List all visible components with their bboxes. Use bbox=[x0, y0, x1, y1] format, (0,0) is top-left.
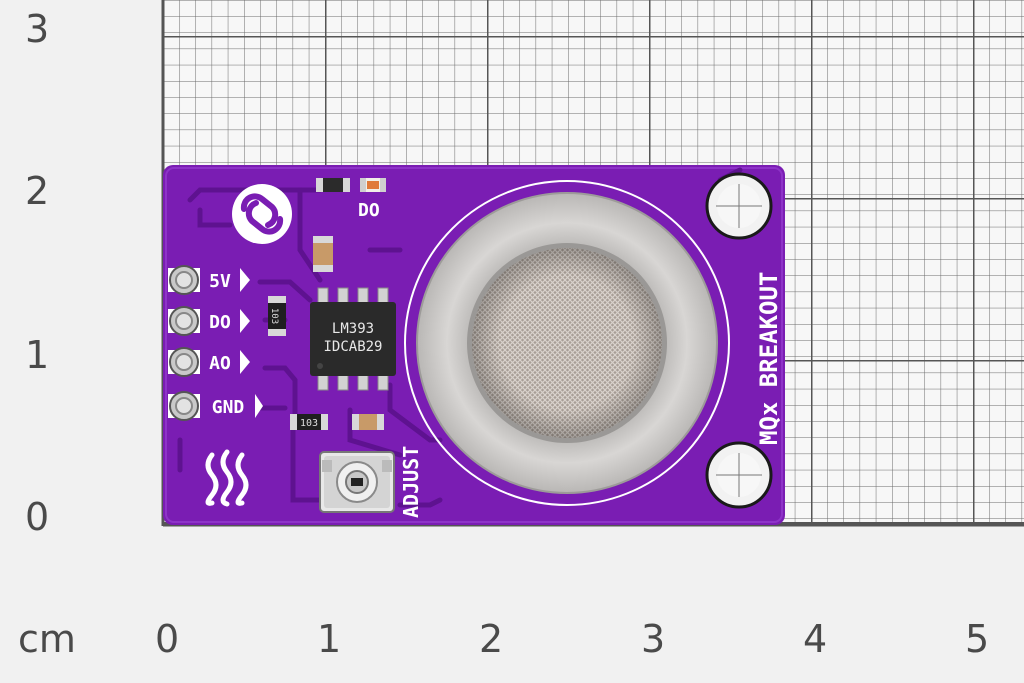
smd-resistor-top bbox=[316, 178, 350, 192]
gas-sensor bbox=[416, 192, 718, 494]
x-label-0: 0 bbox=[155, 617, 180, 661]
mounting-hole-bottom bbox=[705, 441, 773, 509]
smd-resistor-bottom: 103 bbox=[290, 414, 328, 430]
y-label-2: 2 bbox=[25, 169, 50, 213]
pin-header: 5V DO AO GND bbox=[168, 265, 263, 421]
pin-label-gnd: GND bbox=[212, 397, 245, 418]
resistor-code-1: 103 bbox=[269, 308, 279, 324]
pin-5v[interactable]: 5V bbox=[168, 265, 250, 295]
y-label-0: 0 bbox=[25, 495, 50, 539]
pin-label-ao: AO bbox=[209, 353, 231, 374]
pin-label-do: DO bbox=[209, 312, 231, 333]
resistor-code-2: 103 bbox=[300, 418, 318, 429]
unit-label: cm bbox=[18, 617, 76, 661]
y-label-1: 1 bbox=[25, 333, 50, 377]
smd-capacitor-right bbox=[352, 414, 384, 430]
led-label: DO bbox=[358, 200, 380, 221]
board-title: MQx BREAKOUT bbox=[755, 272, 783, 445]
adjust-potentiometer[interactable] bbox=[319, 451, 395, 513]
x-label-2: 2 bbox=[479, 617, 504, 661]
x-label-3: 3 bbox=[641, 617, 666, 661]
ic-marking-line1: LM393 bbox=[332, 321, 374, 337]
adjust-label: ADJUST bbox=[399, 446, 423, 518]
x-label-5: 5 bbox=[965, 617, 990, 661]
pcb-board: 5V DO AO GND bbox=[163, 165, 785, 525]
brand-logo-icon bbox=[232, 184, 292, 244]
y-label-3: 3 bbox=[25, 7, 50, 51]
ic-marking-line2: IDCAB29 bbox=[323, 339, 382, 355]
heat-warning-icon bbox=[205, 449, 249, 507]
pin-label-5v: 5V bbox=[209, 271, 231, 292]
mounting-hole-top bbox=[705, 172, 773, 240]
smd-resistor-left: 103 bbox=[268, 296, 286, 336]
status-led bbox=[360, 178, 386, 192]
pin-do[interactable]: DO bbox=[168, 306, 250, 336]
lm393-ic: LM393 IDCAB29 bbox=[310, 287, 396, 391]
smd-capacitor bbox=[313, 236, 333, 272]
pin-ao[interactable]: AO bbox=[168, 347, 250, 377]
x-label-4: 4 bbox=[803, 617, 828, 661]
pin-gnd[interactable]: GND bbox=[168, 391, 263, 421]
x-label-1: 1 bbox=[317, 617, 342, 661]
